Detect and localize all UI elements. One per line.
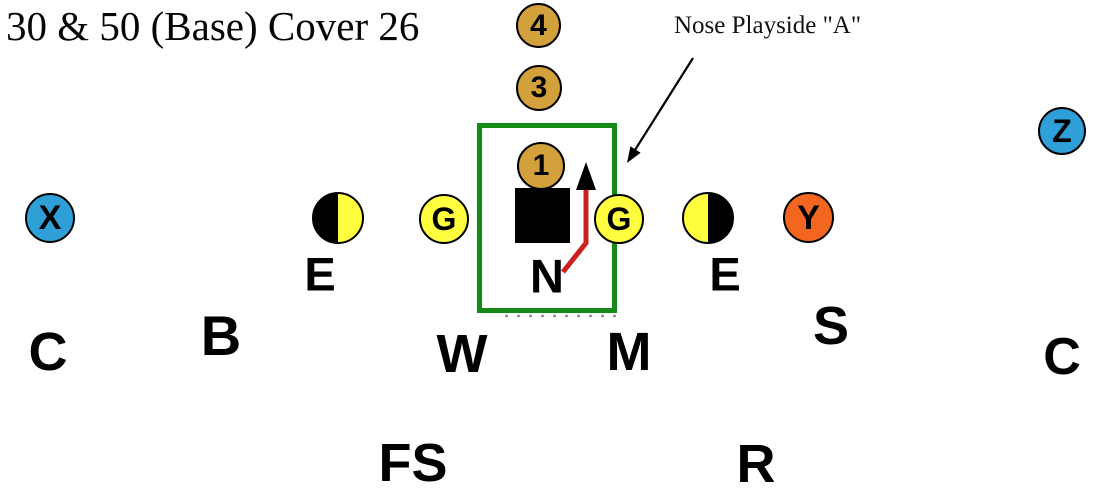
- guard-left-label: G: [431, 201, 457, 237]
- end-right-label: E: [709, 247, 741, 301]
- free-safety-label: FS: [378, 433, 448, 492]
- nose-label: N: [530, 249, 564, 303]
- tackle-right-circle: [682, 192, 734, 244]
- guard-right-label: G: [606, 201, 632, 237]
- receiver-x-label: X: [38, 199, 62, 237]
- corner-right-label: C: [1043, 328, 1081, 386]
- annotation-arrow: [627, 57, 694, 163]
- receiver-z-label: Z: [1052, 113, 1072, 149]
- mike-label: M: [606, 322, 652, 382]
- receiver-y-label: Y: [797, 198, 820, 237]
- guard-left-circle: G: [419, 194, 469, 244]
- guard-right-circle: G: [594, 194, 644, 244]
- center-square: [515, 188, 570, 243]
- receiver-x-circle: X: [25, 193, 75, 243]
- qb-1-label: 1: [532, 149, 550, 182]
- corner-left-label: C: [28, 322, 68, 382]
- annotation-label: Nose Playside "A": [674, 12, 862, 39]
- tackle-left-circle: [312, 192, 364, 244]
- b-linebacker-label: B: [200, 304, 242, 367]
- receiver-z-circle: Z: [1038, 107, 1086, 155]
- back-3-circle: 3: [516, 65, 562, 111]
- qb-1-circle: 1: [517, 142, 565, 190]
- back-3-label: 3: [530, 71, 548, 104]
- sam-label: S: [812, 296, 850, 356]
- receiver-y-circle: Y: [783, 192, 834, 243]
- rover-label: R: [736, 434, 776, 492]
- back-4-label: 4: [530, 8, 547, 42]
- end-left-label: E: [304, 247, 336, 301]
- back-4-circle: 4: [516, 3, 561, 48]
- will-label: W: [436, 324, 488, 384]
- page-title: 30 & 50 (Base) Cover 26: [6, 3, 420, 49]
